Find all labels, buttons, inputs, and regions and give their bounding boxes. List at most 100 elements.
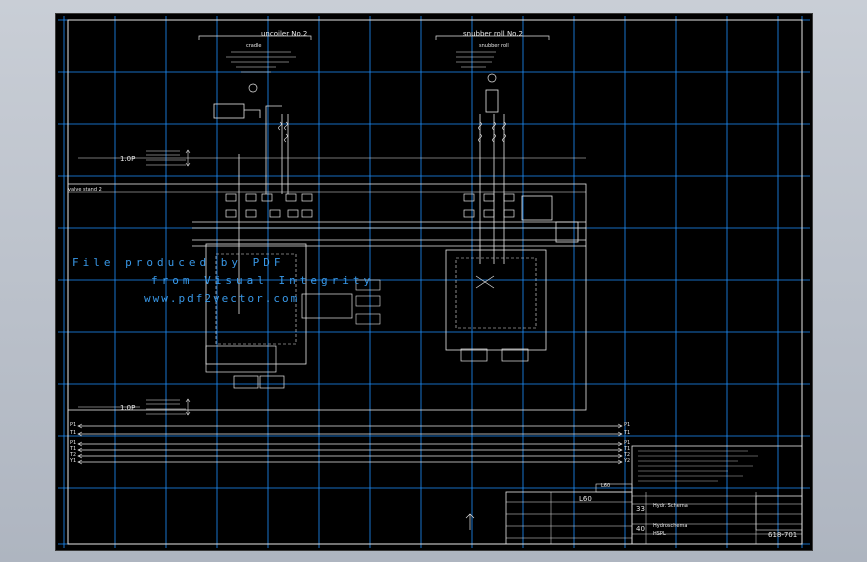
left-section-title: uncoiler No.2: [261, 30, 308, 38]
rail-label: P1: [624, 422, 631, 428]
control-block-left: [205, 243, 307, 365]
rail-arrow: [617, 441, 623, 447]
valve-symbol: [483, 209, 495, 218]
sheet-number-top: 33: [636, 505, 645, 513]
spring-symbol: [284, 133, 288, 143]
valve-symbol: [463, 193, 475, 202]
project-name: Hydroschema: [653, 523, 688, 529]
rail-arrow: [617, 459, 623, 465]
right-section-subtitle: snubber roll: [479, 43, 509, 49]
valve-symbol: [301, 209, 313, 218]
label-box: [355, 279, 381, 291]
rail-arrow: [77, 459, 83, 465]
rail-arrow: [617, 423, 623, 429]
rail-arrow: [77, 447, 83, 453]
drawing-type: Hydr. Schema: [653, 503, 688, 509]
valve-group: [205, 345, 277, 373]
rail-arrow: [77, 453, 83, 459]
rail-label: T1: [70, 446, 77, 452]
valve-symbol: [225, 209, 237, 218]
spring-symbol: [492, 121, 496, 131]
valve-symbol: [269, 209, 281, 218]
valve-symbol: [287, 209, 299, 218]
valve-symbol: [245, 209, 257, 218]
level-bottom: 1.0P: [120, 404, 136, 412]
spring-symbol: [278, 121, 282, 131]
label-box: [460, 348, 488, 362]
label-box: [355, 313, 381, 325]
motor-symbol: [487, 73, 497, 83]
valve-symbol: [245, 193, 257, 202]
valve-group: [301, 293, 353, 319]
valve-symbol: [503, 209, 515, 218]
rail-label: T2: [70, 452, 77, 458]
rail-arrow: [617, 431, 623, 437]
title-block: [631, 445, 803, 545]
spring-symbol: [284, 121, 288, 131]
level-top: 1.0P: [120, 155, 136, 163]
valve-symbol: [503, 193, 515, 202]
valve-symbol: [225, 193, 237, 202]
control-block-inner: [455, 257, 537, 329]
filter-block: [555, 221, 579, 243]
valve-symbol: [301, 193, 313, 202]
level-arrow: [185, 149, 191, 167]
valve-stand-label: valve stand 2: [68, 187, 102, 193]
control-block-right: [445, 249, 547, 351]
rail-label: T1: [70, 430, 77, 436]
level-arrow: [185, 398, 191, 416]
spring-symbol: [478, 133, 482, 143]
watermark-line-3: www.pdf2vector.com: [144, 292, 300, 305]
rail-arrow: [77, 423, 83, 429]
revision-block: [505, 491, 633, 545]
rail-label: P1: [70, 440, 77, 446]
spring-symbol: [502, 133, 506, 143]
project-number: HSPL: [653, 531, 666, 537]
rail-label: T1: [624, 430, 631, 436]
valve-symbol: [483, 193, 495, 202]
motor-symbol: [248, 83, 258, 93]
cylinder-symbol: [213, 103, 245, 119]
check-valve: [475, 275, 495, 289]
valve-symbol: [463, 209, 475, 218]
drawing-viewport[interactable]: uncoiler No.2 cradle snubber roll No.2 s…: [55, 13, 813, 551]
sheet-number-bottom: 40: [636, 525, 645, 533]
title-field-a: L60: [579, 495, 592, 503]
title-field-b: L60: [601, 483, 611, 489]
rail-label: P1: [624, 440, 631, 446]
rail-arrow: [617, 447, 623, 453]
rail-label: T2: [624, 452, 631, 458]
valve-stand-outline: [67, 183, 587, 411]
spring-symbol: [492, 133, 496, 143]
accumulator-block: [521, 195, 553, 221]
logo-box: [755, 495, 803, 531]
watermark-line-2: from Visual Integrity: [151, 274, 375, 287]
right-section-title: snubber roll No.2: [463, 30, 524, 38]
label-box: [259, 375, 285, 389]
cylinder-symbol: [485, 89, 499, 113]
format-box: [595, 483, 633, 493]
spring-symbol: [478, 121, 482, 131]
valve-symbol: [261, 193, 273, 202]
rail-label: T1: [624, 446, 631, 452]
pipe-line: [244, 105, 282, 118]
label-box: [355, 295, 381, 307]
schematic-sheet: [58, 16, 810, 548]
rail-label: Y2: [624, 458, 631, 464]
label-box: [233, 375, 259, 389]
rail-label: Y1: [70, 458, 77, 464]
north-arrow: [465, 513, 475, 530]
rail-arrow: [77, 441, 83, 447]
rail-arrow: [617, 453, 623, 459]
section-bracket: [198, 35, 312, 40]
control-block-inner: [215, 253, 297, 345]
left-section-subtitle: cradle: [246, 43, 262, 49]
rail-arrow: [77, 431, 83, 437]
watermark-line-1: File produced by PDF: [72, 256, 285, 269]
spring-symbol: [502, 121, 506, 131]
valve-symbol: [285, 193, 297, 202]
section-bracket: [435, 35, 550, 40]
drawing-number: 618-701: [768, 531, 798, 539]
label-box: [501, 348, 529, 362]
rail-label: P1: [70, 422, 77, 428]
